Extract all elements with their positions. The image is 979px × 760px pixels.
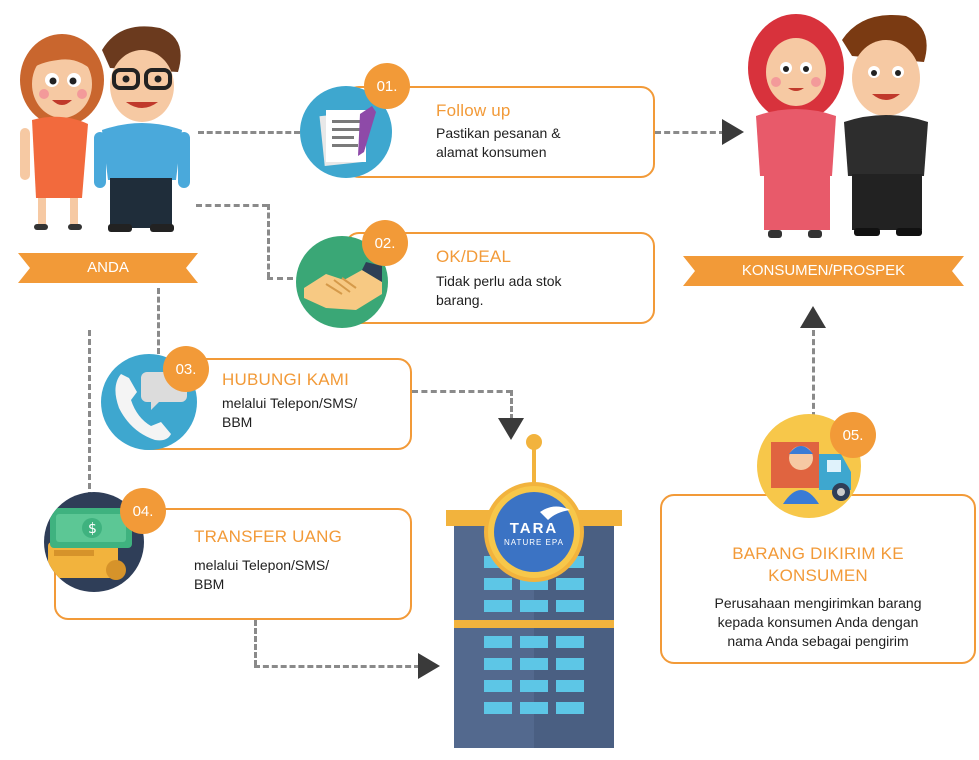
connector-step4-building-a — [254, 620, 257, 666]
step-03-title: HUBUNGI KAMI — [222, 370, 350, 389]
connector-anda-step2-a — [196, 204, 268, 207]
step-05-badge: 05. — [830, 412, 876, 458]
building-logo-main: TARA — [509, 520, 559, 537]
connector-step5-konsumen — [812, 330, 815, 418]
anda-label: ANDA — [87, 259, 129, 276]
step-01-title: Follow up — [436, 101, 511, 120]
step-05-card — [660, 494, 976, 664]
connector-anda-step1 — [198, 131, 300, 134]
konsumen-couple-illustration — [748, 14, 928, 238]
ribbon-shape — [683, 256, 964, 286]
connector-step3-building-a — [412, 390, 512, 393]
konsumen-ribbon: KONSUMEN/PROSPEK — [683, 256, 964, 286]
delivery-truck-icon — [757, 414, 861, 518]
handshake-icon — [296, 236, 388, 328]
step-04-desc-line1: melalui Telepon/SMS/ — [194, 557, 330, 573]
money-card-icon: $ — [44, 492, 144, 592]
step-04-title: TRANSFER UANG — [194, 527, 343, 546]
young-man-figure — [842, 15, 928, 236]
step-01-badge: 01. — [364, 63, 410, 109]
step-04-desc-line2: BBM — [194, 576, 225, 592]
connector-anda-step2-b — [267, 204, 270, 278]
hijab-woman-figure — [748, 14, 844, 238]
step-02-title: OK/DEAL — [436, 247, 512, 266]
step-05-title-line1: BARANG DIKIRIM KE — [732, 544, 904, 563]
arrow-to-building-side — [418, 653, 440, 679]
ribbon-shape — [18, 253, 198, 283]
step-05-desc-line2: kepada konsumen Anda dengan — [717, 614, 919, 630]
connector-step4-building-b — [254, 665, 420, 668]
step-04-badge: 04. — [120, 488, 166, 534]
connector-anda-step4 — [88, 330, 91, 498]
step-03-desc-line1: melalui Telepon/SMS/ — [222, 395, 358, 411]
anda-couple-illustration — [20, 26, 190, 232]
step-02-badge: 02. — [362, 220, 408, 266]
building-logo-sub: NATURE EPA — [504, 538, 564, 547]
step-03-badge: 03. — [163, 346, 209, 392]
svg-text:$: $ — [88, 521, 97, 537]
step-02-desc-line1: Tidak perlu ada stok — [436, 273, 562, 289]
step-05-desc-line3: nama Anda sebagai pengirim — [727, 633, 909, 649]
step-05-desc-line1: Perusahaan mengirimkan barang — [714, 595, 922, 611]
step-01-desc-line2: alamat konsumen — [436, 144, 547, 160]
woman-figure — [20, 34, 104, 230]
step-02-desc-line2: barang. — [436, 292, 484, 308]
arrow-to-building-top — [498, 418, 524, 440]
arrow-up-to-konsumen — [800, 306, 826, 328]
konsumen-label: KONSUMEN/PROSPEK — [741, 262, 906, 279]
step-03-desc-line2: BBM — [222, 414, 253, 430]
arrow-to-konsumen — [722, 119, 744, 145]
connector-anda-step3 — [157, 288, 160, 354]
connector-step3-building-b — [510, 390, 513, 420]
connector-anda-step2-c — [267, 277, 303, 280]
connector-step1-konsumen — [655, 131, 725, 134]
anda-ribbon: ANDA — [18, 253, 198, 283]
step-01-desc-line1: Pastikan pesanan & — [436, 125, 561, 141]
bird-logo-icon — [540, 506, 570, 520]
step-05-title-line2: KONSUMEN — [768, 566, 868, 585]
man-figure — [94, 26, 190, 232]
office-building-illustration — [446, 434, 622, 748]
